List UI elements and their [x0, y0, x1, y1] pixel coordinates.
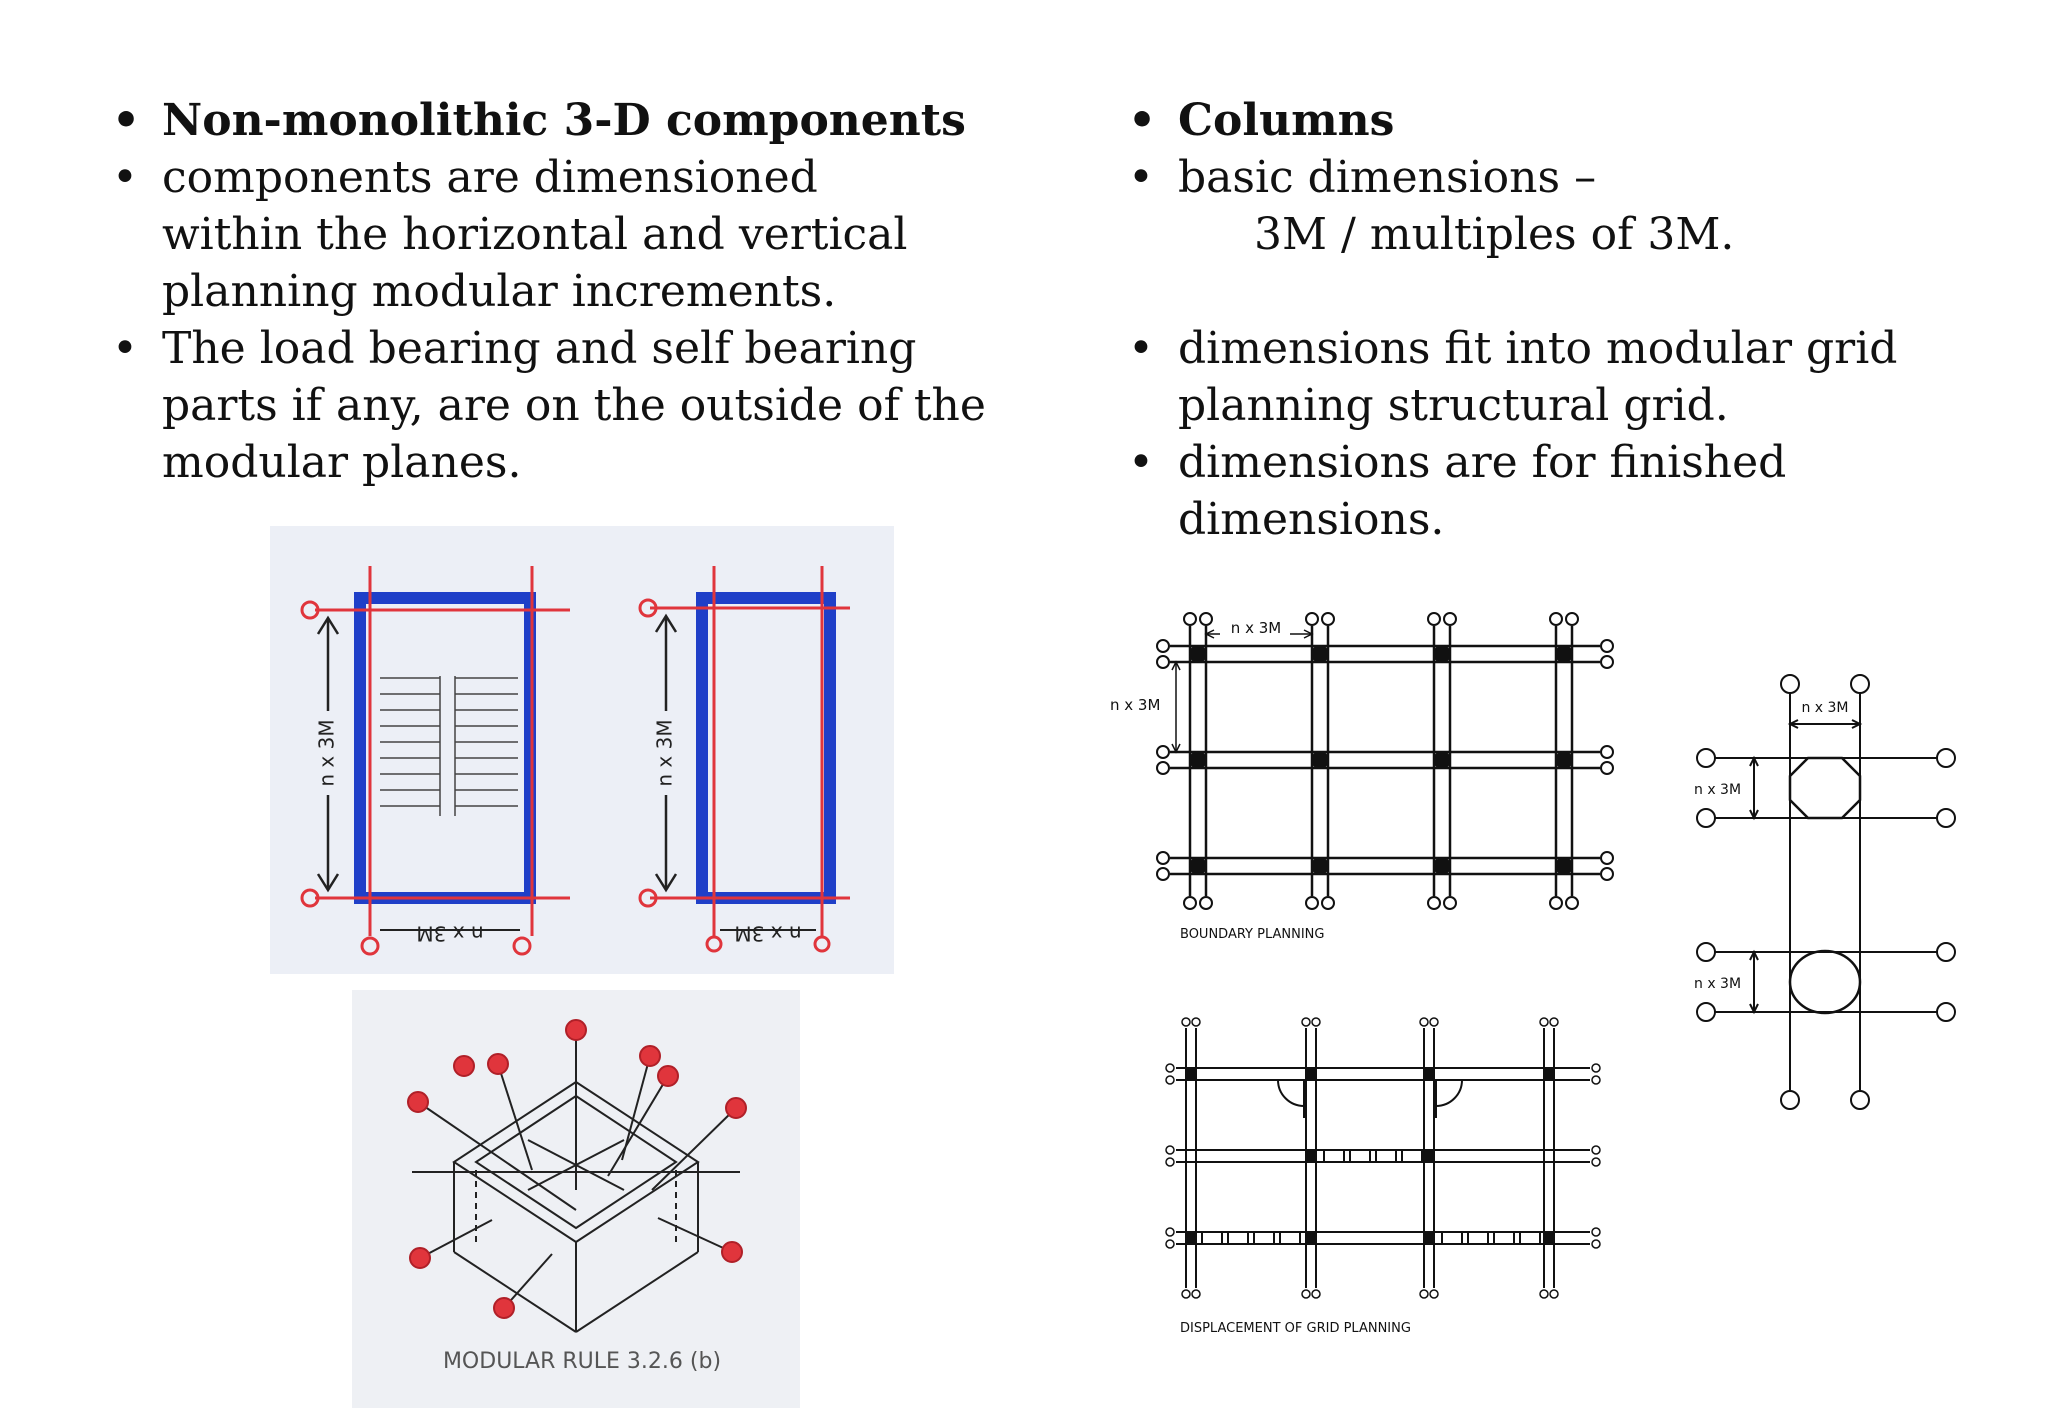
- right-heading-bullet: Columns: [1128, 92, 2028, 149]
- stair-horizontal-dimension-label: n x 3M: [416, 922, 483, 946]
- left-column: Non-monolithic 3-D components components…: [112, 92, 1092, 491]
- stair-enclosure-drawing: n x 3M n x 3M n x 3M n x 3M: [270, 526, 894, 974]
- right-column: Columns basic dimensions – 3M / multiples…: [1128, 92, 2028, 548]
- left-bullet-dimensioned: components are dimensioned within the ho…: [112, 149, 1092, 320]
- modular-rule-figure: MODULAR RULE 3.2.6 (b): [352, 990, 800, 1408]
- column-octagon-dimension-label: n x 3M: [1694, 782, 1741, 798]
- right-bullet-basic-dimensions: basic dimensions – 3M / multiples of 3M.: [1128, 149, 2028, 263]
- stair-vertical-dimension-label: n x 3M: [315, 719, 339, 786]
- displacement-grid-caption: DISPLACEMENT OF GRID PLANNING: [1180, 1321, 1411, 1336]
- displacement-grid-drawing: DISPLACEMENT OF GRID PLANNING: [1165, 1017, 1601, 1336]
- left-bullet-load-bearing: The load bearing and self bearing parts …: [112, 320, 1092, 491]
- displacement-grid-figure: DISPLACEMENT OF GRID PLANNING: [1158, 1010, 1628, 1340]
- boundary-planning-figure: n x 3M n x 3M BOUNDARY PLANNING: [1110, 606, 1630, 946]
- column-sections-drawing: n x 3M n x 3M n x 3M: [1694, 674, 1956, 1110]
- modular-rule-caption: MODULAR RULE 3.2.6 (b): [443, 1349, 721, 1374]
- basic-dimensions-text: basic dimensions –: [1178, 152, 1597, 203]
- modular-rule-drawing: MODULAR RULE 3.2.6 (b): [352, 990, 800, 1408]
- right-bullet-finished-dimensions: dimensions are for finished dimensions.: [1128, 434, 2028, 548]
- stair-enclosure-figure: n x 3M n x 3M n x 3M n x 3M: [270, 526, 894, 974]
- stair-right-horizontal-dimension-label: n x 3M: [734, 922, 801, 946]
- boundary-vertical-dimension-label: n x 3M: [1110, 696, 1160, 714]
- right-bullet-modular-grid: dimensions fit into modular grid plannin…: [1128, 320, 2028, 434]
- left-heading-bullet: Non-monolithic 3-D components: [112, 92, 1092, 149]
- column-horizontal-dimension-label: n x 3M: [1801, 700, 1848, 716]
- boundary-planning-drawing: n x 3M n x 3M BOUNDARY PLANNING: [1110, 612, 1614, 942]
- basic-dimensions-continuation: 3M / multiples of 3M.: [1254, 209, 1735, 260]
- column-round-dimension-label: n x 3M: [1694, 976, 1741, 992]
- left-bullet-list: Non-monolithic 3-D components components…: [112, 92, 1092, 491]
- stair-right-vertical-dimension-label: n x 3M: [653, 719, 677, 786]
- right-bullet-list: Columns basic dimensions – 3M / multiples…: [1128, 92, 2028, 548]
- boundary-planning-caption: BOUNDARY PLANNING: [1180, 927, 1324, 942]
- boundary-horizontal-dimension-label: n x 3M: [1231, 619, 1281, 637]
- column-sections-figure: n x 3M n x 3M n x 3M: [1690, 672, 1966, 1112]
